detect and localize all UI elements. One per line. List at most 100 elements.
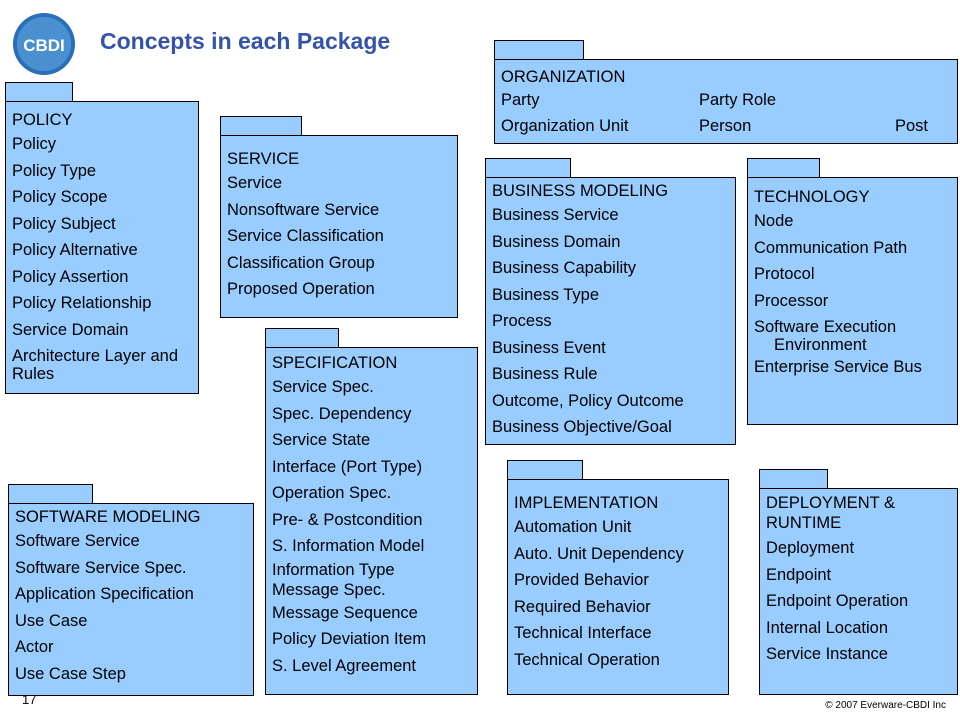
list-item: Service	[227, 174, 283, 192]
package-tab	[8, 484, 93, 504]
copyright-notice: © 2007 Everware-CBDI Inc	[825, 700, 946, 711]
list-item: Policy Alternative	[12, 241, 138, 259]
org-row: Party Party Role	[501, 87, 951, 113]
list-item: Architecture Layer and Rules	[12, 347, 179, 383]
list-item: Processor	[754, 291, 829, 310]
list-item: Organization Unit	[501, 117, 629, 135]
package-body: SERVICE Service Nonsoftware Service Serv…	[220, 135, 458, 318]
org-row: Organization Unit Person Post	[501, 113, 951, 139]
list-item: Service State	[272, 431, 371, 449]
list-item: Required Behavior	[514, 597, 651, 616]
list-item: Process	[492, 312, 552, 330]
list-item: Technical Operation	[514, 650, 660, 669]
list-item: Business Rule	[492, 365, 598, 383]
logo-text: CBDI	[23, 36, 65, 55]
list-item: S. Level Agreement	[272, 656, 417, 675]
list-item: Protocol	[754, 265, 815, 283]
package-name: SOFTWARE MODELING	[15, 508, 201, 526]
package-name: TECHNOLOGY	[754, 188, 870, 206]
list-item: Policy Scope	[12, 188, 108, 206]
page-title: Concepts in each Package	[100, 28, 391, 54]
slide-number: 17	[22, 692, 37, 707]
list-item: Proposed Operation	[227, 280, 375, 298]
package-tab	[747, 158, 820, 178]
list-item: Software Service Spec.	[15, 558, 187, 577]
list-item: Enterprise Service Bus	[754, 358, 922, 376]
package-body: TECHNOLOGY Node Communication Path Proto…	[747, 177, 958, 425]
package-tab	[485, 158, 571, 178]
list-item: S. Information Model	[272, 537, 425, 555]
package-name: ORGANIZATION	[501, 68, 626, 86]
package-service: SERVICE Service Nonsoftware Service Serv…	[220, 116, 458, 318]
package-body: POLICY Policy Policy Type Policy Scope P…	[5, 101, 199, 394]
package-body: SOFTWARE MODELING Software Service Softw…	[8, 503, 254, 696]
package-body: IMPLEMENTATION Automation Unit Auto. Uni…	[507, 479, 729, 695]
list-item: Provided Behavior	[514, 571, 649, 589]
list-item: Deployment	[766, 539, 855, 557]
package-business-modeling: BUSINESS MODELING Business Service Busin…	[485, 158, 736, 445]
list-item: Business Capability	[492, 259, 636, 277]
package-tab	[759, 469, 828, 489]
list-item: Person	[699, 117, 752, 135]
package-name: SERVICE	[227, 150, 300, 168]
package-body: SPECIFICATION Service Spec. Spec. Depend…	[265, 347, 478, 695]
list-item: Service Instance	[766, 645, 888, 663]
package-software-modeling: SOFTWARE MODELING Software Service Softw…	[8, 484, 254, 696]
list-item: Use Case	[15, 611, 88, 630]
package-technology: TECHNOLOGY Node Communication Path Proto…	[747, 158, 958, 425]
list-item: Policy Assertion	[12, 267, 129, 286]
list-item: Auto. Unit Dependency	[514, 544, 684, 563]
package-name: SPECIFICATION	[272, 354, 398, 372]
package-body: ORGANIZATION Party Party Role Organizati…	[494, 59, 958, 144]
list-item: Internal Location	[766, 618, 889, 637]
list-item: Message Spec.	[272, 580, 386, 599]
list-item: Software Service	[15, 532, 140, 550]
list-item: Business Event	[492, 338, 606, 357]
list-item: Endpoint Operation	[766, 592, 909, 610]
list-item: Service Spec.	[272, 378, 374, 396]
package-tab	[5, 82, 73, 102]
list-item: Policy Relationship	[12, 294, 152, 312]
list-item: Message Sequence	[272, 603, 418, 622]
list-item: Communication Path	[754, 238, 908, 257]
list-item: Application Specification	[15, 585, 194, 603]
package-tab	[507, 460, 583, 480]
list-item: Software Execution Environment	[754, 318, 897, 354]
list-item: Party	[501, 91, 540, 109]
list-item: Service Domain	[12, 320, 129, 339]
list-item: Use Case Step	[15, 664, 126, 683]
list-item: Policy	[12, 135, 57, 153]
list-item: Policy Type	[12, 161, 97, 180]
package-body: BUSINESS MODELING Business Service Busin…	[485, 177, 736, 445]
list-item: Business Domain	[492, 232, 621, 251]
list-item: Service Classification	[227, 227, 384, 245]
list-item: Classification Group	[227, 253, 375, 272]
package-specification: SPECIFICATION Service Spec. Spec. Depend…	[265, 328, 478, 695]
list-item: Outcome, Policy Outcome	[492, 391, 684, 410]
list-item: Technical Interface	[514, 624, 652, 642]
list-item: Party Role	[699, 91, 777, 109]
list-item: Business Objective/Goal	[492, 418, 672, 436]
package-tab	[265, 328, 339, 348]
package-name: DEPLOYMENT & RUNTIME	[766, 494, 895, 532]
package-tab	[220, 116, 302, 136]
list-item: Pre- & Postcondition	[272, 510, 423, 529]
package-name: POLICY	[12, 111, 73, 129]
cbdi-logo: CBDI	[13, 13, 75, 75]
package-body: DEPLOYMENT & RUNTIME Deployment Endpoint…	[759, 488, 958, 695]
list-item: Nonsoftware Service	[227, 200, 380, 219]
list-item: Business Type	[492, 285, 600, 304]
package-implementation: IMPLEMENTATION Automation Unit Auto. Uni…	[507, 460, 729, 695]
list-item: Business Service	[492, 206, 619, 224]
list-item: Interface (Port Type)	[272, 457, 423, 476]
list-item: Node	[754, 212, 794, 230]
list-item: Spec. Dependency	[272, 404, 412, 423]
list-item: Automation Unit	[514, 518, 632, 536]
package-policy: POLICY Policy Policy Type Policy Scope P…	[5, 82, 199, 394]
list-item: Post	[895, 117, 929, 135]
list-item: Policy Deviation Item	[272, 630, 427, 648]
package-deployment-runtime: DEPLOYMENT & RUNTIME Deployment Endpoint…	[759, 469, 958, 695]
list-item: Policy Subject	[12, 214, 116, 233]
package-tab	[494, 40, 584, 60]
list-item: Information Type	[272, 560, 395, 579]
